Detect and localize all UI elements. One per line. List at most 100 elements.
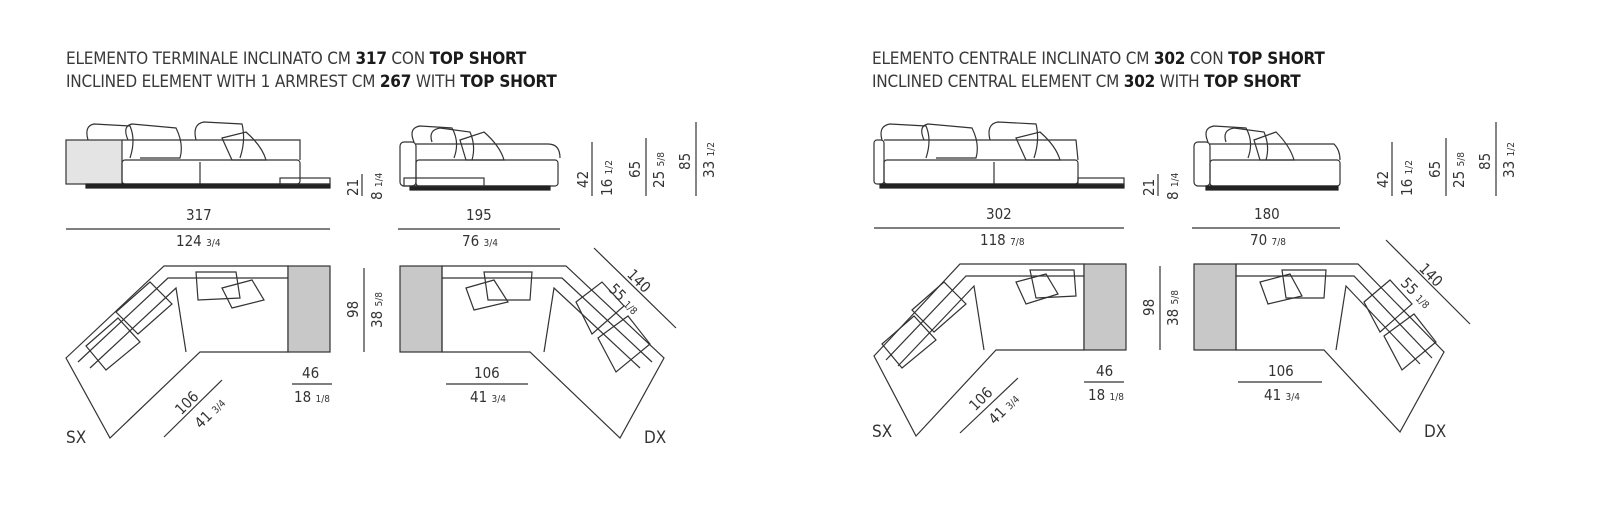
back-height-in: 33 1/2 bbox=[1500, 142, 1518, 178]
back-cushion-side bbox=[1205, 125, 1252, 159]
end-cap bbox=[873, 139, 885, 185]
seat-block bbox=[121, 159, 301, 185]
back-cushion-side bbox=[430, 127, 475, 161]
top-width-cm: 46 bbox=[1096, 362, 1114, 380]
seat-division-sx bbox=[897, 284, 985, 367]
back-inner-sx bbox=[77, 277, 288, 363]
top-width-in: 18 1/8 bbox=[294, 388, 330, 406]
base-platform bbox=[85, 183, 331, 189]
back-cushion bbox=[125, 123, 182, 159]
back-cushion bbox=[194, 121, 245, 159]
base-platform-side bbox=[409, 185, 551, 191]
seat-block-side bbox=[1209, 159, 1341, 187]
back-cushion bbox=[86, 123, 134, 159]
pillow-plan bbox=[1259, 273, 1303, 305]
back-cushion bbox=[988, 121, 1039, 159]
top-height-in: 8 1/4 bbox=[1164, 172, 1182, 200]
right-plan-dx bbox=[1193, 239, 1471, 434]
platform-step-side bbox=[403, 177, 485, 187]
top-short-plan-sx bbox=[1083, 263, 1127, 351]
throw-pillow-side bbox=[459, 131, 505, 161]
arm-height-cm: 65 bbox=[626, 160, 644, 178]
dim-diag-140 bbox=[593, 247, 677, 329]
seat-height-cm: 42 bbox=[574, 170, 592, 188]
left-title: ELEMENTO TERMINALE INCLINATO CM 317 CON … bbox=[66, 48, 557, 94]
armrest-side bbox=[399, 141, 417, 187]
throw-pillow bbox=[1015, 131, 1061, 161]
top-short-plan-dx bbox=[399, 265, 443, 353]
front-width-in: 124 3/4 bbox=[176, 232, 221, 250]
left-title-line1: ELEMENTO TERMINALE INCLINATO CM 317 CON … bbox=[66, 49, 527, 69]
cushion-plan bbox=[85, 317, 141, 371]
back-height-in: 33 1/2 bbox=[700, 142, 718, 178]
platform-step bbox=[1077, 177, 1125, 185]
back-line bbox=[122, 139, 301, 160]
cushion-plan bbox=[575, 281, 625, 335]
left-plan-sx bbox=[65, 265, 365, 439]
base-platform bbox=[879, 183, 1125, 189]
throw-pillow bbox=[221, 131, 267, 161]
back-line bbox=[884, 139, 1079, 161]
seat-height-cm: 42 bbox=[1374, 170, 1392, 188]
sofa-outline-dx bbox=[1235, 263, 1445, 434]
front-width-in: 118 7/8 bbox=[980, 231, 1025, 249]
pillow-plan bbox=[221, 279, 265, 309]
cushion-plan bbox=[115, 281, 173, 335]
label-dx: DX bbox=[644, 428, 667, 448]
right-side-elevation bbox=[1193, 125, 1341, 191]
pillow-plan bbox=[483, 271, 533, 301]
back-cushion-side bbox=[411, 125, 458, 159]
seat-dx-in: 41 3/4 bbox=[1264, 386, 1300, 404]
arm-height-in: 25 5/8 bbox=[650, 152, 668, 188]
side-width-in: 70 7/8 bbox=[1250, 231, 1286, 249]
side-width-in: 76 3/4 bbox=[462, 232, 498, 250]
top-height-in: 8 1/4 bbox=[368, 172, 386, 200]
pillow-plan bbox=[195, 271, 241, 301]
label-sx: SX bbox=[66, 428, 87, 448]
seat-height-in: 16 1/2 bbox=[598, 160, 616, 196]
base-platform-side bbox=[1205, 185, 1339, 191]
back-line-side bbox=[1210, 143, 1341, 161]
left-side-elevation bbox=[399, 125, 561, 191]
dim-seat-diag-sx bbox=[163, 379, 223, 438]
front-width-cm: 302 bbox=[986, 205, 1012, 223]
plan-depth-in: 38 5/8 bbox=[1164, 290, 1182, 326]
back-cushion bbox=[921, 123, 978, 159]
back-inner-dx bbox=[1236, 275, 1433, 359]
pillow-plan bbox=[1015, 273, 1059, 305]
left-plan-dx bbox=[399, 247, 677, 439]
arm-height-cm: 65 bbox=[1426, 160, 1444, 178]
dim-diag-140 bbox=[1385, 239, 1471, 325]
right-plan-sx bbox=[873, 263, 1161, 438]
arm-height-in: 25 5/8 bbox=[1450, 152, 1468, 188]
seat-division-sx bbox=[89, 286, 187, 369]
seat-dx-cm: 106 bbox=[1268, 362, 1294, 380]
pillow-plan bbox=[1029, 269, 1077, 299]
pillow-plan bbox=[1281, 269, 1327, 299]
top-short-plan-dx bbox=[1193, 263, 1237, 351]
side-width-cm: 180 bbox=[1254, 205, 1280, 223]
back-height-cm: 85 bbox=[1476, 152, 1494, 170]
seat-dx-cm: 106 bbox=[474, 364, 500, 382]
seat-division-dx bbox=[543, 286, 641, 369]
side-width-cm: 195 bbox=[466, 206, 492, 224]
right-front-elevation bbox=[873, 121, 1125, 189]
seat-dx-in: 41 3/4 bbox=[470, 388, 506, 406]
pillow-plan bbox=[465, 279, 509, 311]
top-height-cm: 21 bbox=[344, 178, 362, 196]
back-height-cm: 85 bbox=[676, 152, 694, 170]
back-line-side bbox=[416, 143, 561, 159]
back-inner-dx bbox=[442, 277, 653, 363]
armrest-side bbox=[1193, 141, 1211, 187]
left-title-line2: INCLINED ELEMENT WITH 1 ARMREST CM 267 W… bbox=[66, 72, 557, 92]
label-dx: DX bbox=[1424, 422, 1447, 442]
cushion-plan bbox=[881, 315, 937, 369]
top-height-cm: 21 bbox=[1140, 178, 1158, 196]
back-inner-sx bbox=[885, 275, 1084, 361]
back-cushion bbox=[880, 123, 930, 159]
plan-depth-cm: 98 bbox=[344, 300, 362, 318]
seat-block bbox=[883, 159, 1079, 185]
throw-pillow-side bbox=[1253, 131, 1295, 161]
front-width-cm: 317 bbox=[186, 206, 212, 224]
